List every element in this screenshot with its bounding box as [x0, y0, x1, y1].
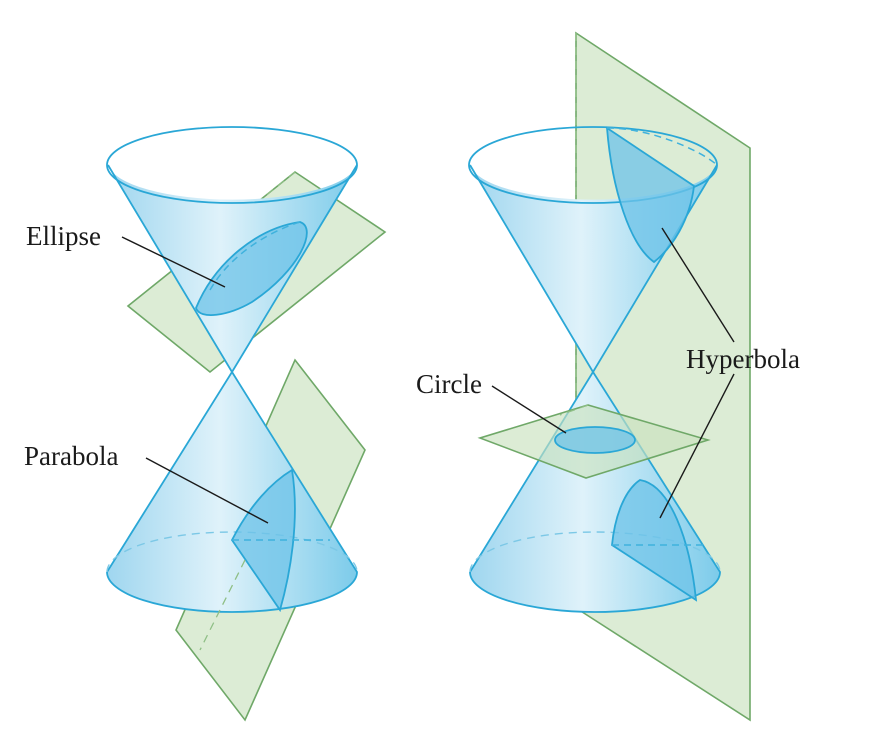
left-lower-cone-outline [106, 370, 358, 613]
circle-label: Circle [416, 369, 482, 399]
parabola-leader-line [145, 457, 269, 524]
right-lower-cone-outline [469, 370, 721, 613]
hyperbola-label: Hyperbola [686, 344, 800, 374]
hyperbola-plane [575, 31, 751, 722]
ellipse-section [195, 221, 308, 316]
circle-plane-hidden-edge [559, 404, 589, 416]
right-lower-cone-back-rim [469, 531, 721, 573]
circle-section [554, 426, 636, 454]
right-figure: Circle Hyperbola [416, 31, 800, 722]
hyperbola-lower-branch [611, 479, 698, 602]
parabola-label: Parabola [24, 441, 118, 471]
left-upper-cone-outline [107, 164, 358, 374]
ellipse-hidden-edge [209, 221, 301, 291]
hyperbola-upper-branch [605, 126, 695, 264]
parabola-plane-hidden-edge [199, 559, 246, 651]
ellipse-leader-line [121, 236, 226, 288]
hyperbola-lower-leader-line [659, 373, 735, 519]
hyperbola-upper-hidden-edge [606, 127, 718, 166]
left-lower-cone [107, 372, 357, 612]
ellipse-label: Ellipse [26, 221, 101, 251]
left-upper-cone-top [106, 126, 358, 204]
parabola-section [230, 468, 296, 613]
hyperbola-upper-leader-line [661, 227, 735, 343]
left-lower-cone-back-rim [106, 531, 358, 573]
left-figure: Ellipse Parabola [24, 126, 387, 722]
circle-leader-line [491, 385, 567, 434]
